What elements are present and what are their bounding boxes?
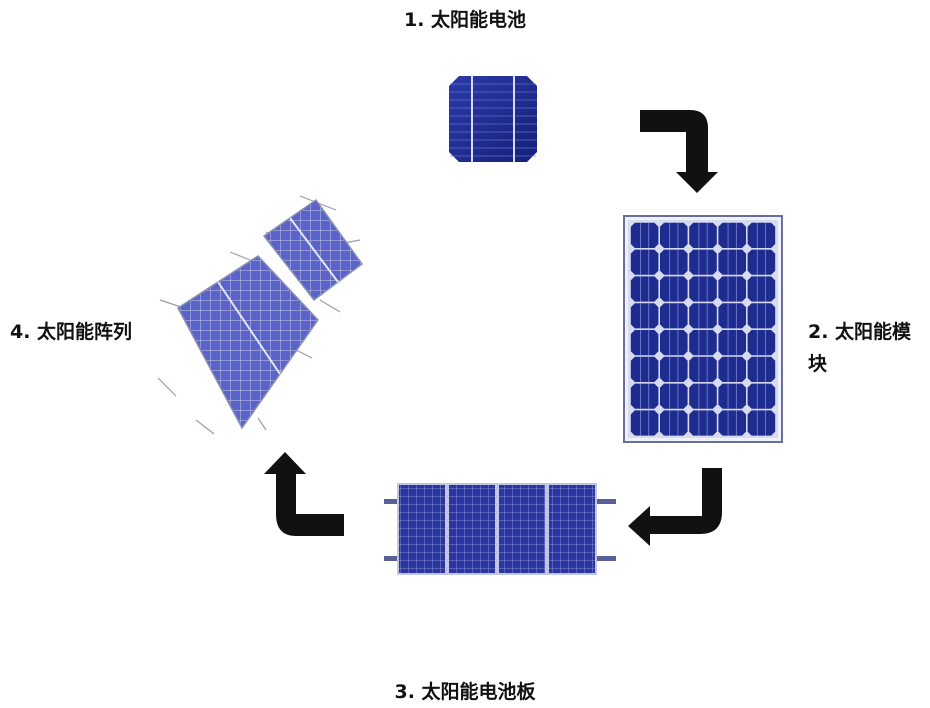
module-cell — [689, 276, 717, 302]
module-cell — [689, 303, 717, 329]
module-cell — [630, 330, 659, 356]
module-cell — [747, 356, 776, 382]
module-cell — [747, 249, 776, 275]
module-cell — [689, 410, 717, 436]
solar-module-icon — [623, 215, 783, 443]
stage-label-panel: 3. 太阳能电池板 — [394, 681, 536, 703]
module-cell — [689, 249, 717, 275]
module-cell — [689, 356, 717, 382]
module-cell — [718, 303, 746, 329]
module-cell — [747, 222, 776, 248]
module-cell — [747, 276, 776, 302]
solar-cell-icon — [449, 76, 537, 162]
module-cell — [660, 356, 688, 382]
stage-label-array: 4. 太阳能阵列 — [10, 321, 133, 343]
module-cell — [689, 383, 717, 409]
stage-label-module: 2. 太阳能模块 — [808, 321, 912, 375]
module-cell — [747, 303, 776, 329]
module-cell — [660, 330, 688, 356]
module-cell — [689, 222, 717, 248]
module-cell — [660, 276, 688, 302]
module-cell — [718, 330, 746, 356]
cycle-arrow-icon — [628, 468, 722, 546]
module-cell — [689, 330, 717, 356]
cycle-arrow-icon — [640, 110, 718, 193]
solar-panel-icon — [384, 483, 616, 575]
module-cell — [630, 276, 659, 302]
module-cell — [718, 356, 746, 382]
solar-array-icon — [157, 195, 364, 435]
module-cell — [630, 249, 659, 275]
module-cell — [660, 303, 688, 329]
module-cell — [630, 383, 659, 409]
module-cell — [630, 303, 659, 329]
module-cell — [660, 383, 688, 409]
module-cell — [718, 276, 746, 302]
stage-label-cell: 1. 太阳能电池 — [403, 9, 527, 31]
module-cell — [630, 356, 659, 382]
module-cell — [630, 222, 659, 248]
module-cell — [718, 249, 746, 275]
module-cell — [660, 410, 688, 436]
module-cell — [718, 383, 746, 409]
module-cell — [660, 222, 688, 248]
module-cell — [747, 410, 776, 436]
module-cell — [660, 249, 688, 275]
module-cell — [747, 383, 776, 409]
module-cell — [718, 410, 746, 436]
module-cell — [630, 410, 659, 436]
cycle-arrow-icon — [264, 452, 344, 536]
module-cell — [718, 222, 746, 248]
module-cell — [747, 330, 776, 356]
